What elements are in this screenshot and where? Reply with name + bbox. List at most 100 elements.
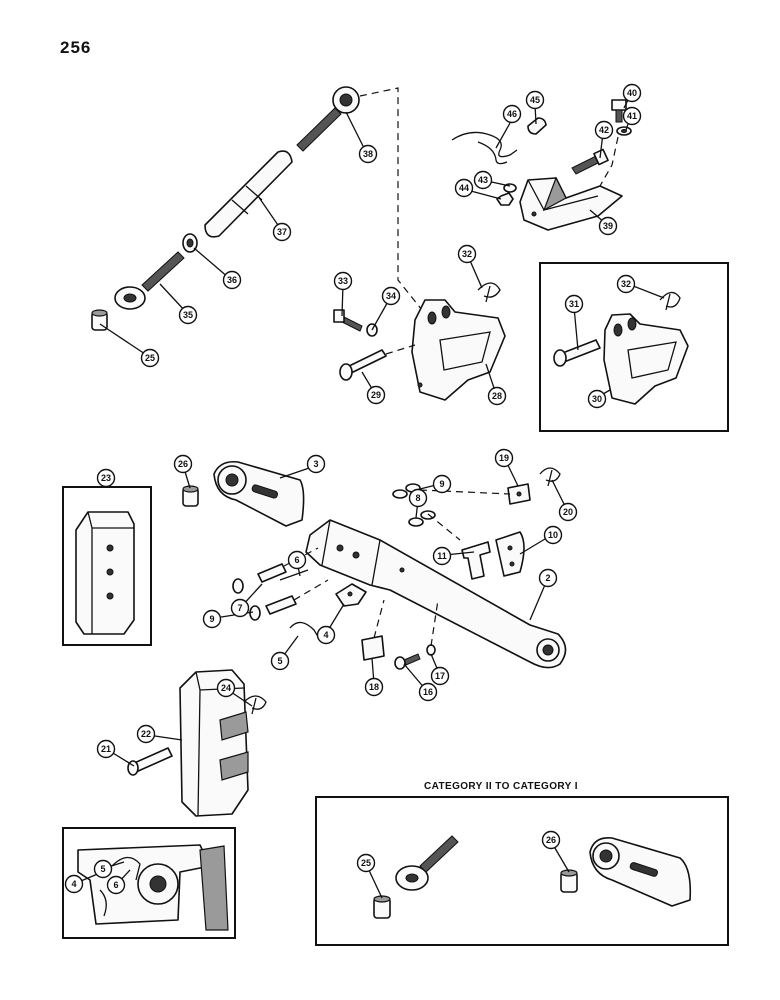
svg-text:44: 44 bbox=[459, 183, 469, 193]
lower-lift-arm-2 bbox=[305, 519, 567, 669]
svg-text:3: 3 bbox=[313, 459, 318, 469]
bushing-25-inset bbox=[373, 895, 391, 919]
svg-text:26: 26 bbox=[178, 459, 188, 469]
bolt-16 bbox=[394, 653, 421, 670]
callout-40: 40 bbox=[622, 83, 642, 103]
lift-bracket-30 bbox=[603, 313, 689, 405]
callout-28: 28 bbox=[487, 386, 507, 406]
svg-text:31: 31 bbox=[569, 299, 579, 309]
svg-text:9: 9 bbox=[209, 614, 214, 624]
callout-25-inset: 25 bbox=[356, 853, 376, 873]
bracket-39 bbox=[519, 176, 623, 231]
leader-29 bbox=[385, 344, 416, 355]
callout-45: 45 bbox=[525, 90, 545, 110]
svg-text:34: 34 bbox=[386, 291, 396, 301]
callout-2: 2 bbox=[538, 568, 558, 588]
svg-text:9: 9 bbox=[439, 479, 444, 489]
callout-21: 21 bbox=[96, 739, 116, 759]
inset-box-detail bbox=[62, 827, 236, 939]
plate-18 bbox=[361, 635, 385, 661]
rod-end-35 bbox=[114, 251, 185, 310]
svg-text:39: 39 bbox=[603, 221, 613, 231]
callout-41: 41 bbox=[622, 106, 642, 126]
callout-3: 3 bbox=[306, 454, 326, 474]
svg-text:10: 10 bbox=[548, 530, 558, 540]
callout-25-top: 25 bbox=[140, 348, 160, 368]
callout-8: 8 bbox=[408, 488, 428, 508]
svg-text:42: 42 bbox=[599, 125, 609, 135]
pin-31 bbox=[553, 339, 601, 367]
washer-41 bbox=[616, 126, 632, 136]
svg-text:24: 24 bbox=[221, 683, 231, 693]
callout-24: 24 bbox=[216, 678, 236, 698]
callout-42: 42 bbox=[594, 120, 614, 140]
page-number: 256 bbox=[60, 38, 92, 57]
spring-5 bbox=[289, 621, 321, 641]
svg-text:5: 5 bbox=[100, 864, 105, 874]
turnbuckle-37 bbox=[204, 150, 293, 238]
callout-37: 37 bbox=[272, 222, 292, 242]
callout-5-b: 5 bbox=[93, 859, 113, 879]
inset-box-alt-bracket bbox=[539, 262, 729, 432]
callout-26-inset: 26 bbox=[541, 830, 561, 850]
svg-text:6: 6 bbox=[294, 555, 299, 565]
lynch-pin-20 bbox=[539, 467, 561, 487]
nut-36 bbox=[182, 233, 198, 253]
svg-text:45: 45 bbox=[530, 95, 540, 105]
svg-text:33: 33 bbox=[338, 276, 348, 286]
pin-21 bbox=[127, 747, 173, 776]
callout-39: 39 bbox=[598, 216, 618, 236]
callout-17: 17 bbox=[430, 666, 450, 686]
svg-text:2: 2 bbox=[545, 573, 550, 583]
svg-text:41: 41 bbox=[627, 111, 637, 121]
washer-17 bbox=[426, 644, 436, 656]
svg-text:17: 17 bbox=[435, 671, 445, 681]
svg-text:36: 36 bbox=[227, 275, 237, 285]
callout-4-a: 4 bbox=[316, 625, 336, 645]
callout-30: 30 bbox=[587, 389, 607, 409]
svg-text:28: 28 bbox=[492, 391, 502, 401]
svg-text:25: 25 bbox=[145, 353, 155, 363]
svg-text:40: 40 bbox=[627, 88, 637, 98]
svg-text:18: 18 bbox=[369, 682, 379, 692]
plate-10 bbox=[495, 531, 525, 577]
svg-text:8: 8 bbox=[415, 493, 420, 503]
callout-11: 11 bbox=[432, 546, 452, 566]
washers-9-left bbox=[232, 578, 261, 621]
svg-text:26: 26 bbox=[546, 835, 556, 845]
svg-text:30: 30 bbox=[592, 394, 602, 404]
svg-text:43: 43 bbox=[478, 175, 488, 185]
inset-box-category bbox=[315, 796, 729, 946]
callout-31: 31 bbox=[564, 294, 584, 314]
bushing-45 bbox=[527, 117, 547, 135]
pin-6 bbox=[279, 569, 309, 581]
svg-text:22: 22 bbox=[141, 729, 151, 739]
svg-text:37: 37 bbox=[277, 227, 287, 237]
rod-end-inset bbox=[395, 835, 459, 891]
callout-29: 29 bbox=[366, 385, 386, 405]
svg-text:4: 4 bbox=[71, 879, 76, 889]
svg-text:23: 23 bbox=[101, 473, 111, 483]
svg-text:29: 29 bbox=[371, 390, 381, 400]
leader-17 bbox=[430, 599, 439, 647]
callout-7: 7 bbox=[230, 598, 250, 618]
svg-text:32: 32 bbox=[462, 249, 472, 259]
svg-text:38: 38 bbox=[363, 149, 373, 159]
callout-35: 35 bbox=[178, 305, 198, 325]
svg-text:16: 16 bbox=[423, 687, 433, 697]
plate-19 bbox=[507, 483, 531, 505]
detail-latch-view bbox=[77, 844, 229, 931]
latch-4 bbox=[335, 583, 367, 607]
callout-36: 36 bbox=[222, 270, 242, 290]
callout-33: 33 bbox=[333, 271, 353, 291]
pins-7 bbox=[257, 563, 297, 615]
lift-link-3 bbox=[213, 460, 305, 527]
callout-38: 38 bbox=[358, 144, 378, 164]
leader-39 bbox=[599, 136, 619, 187]
weight-22 bbox=[179, 669, 249, 817]
callout-19: 19 bbox=[494, 448, 514, 468]
svg-text:21: 21 bbox=[101, 744, 111, 754]
svg-text:7: 7 bbox=[237, 603, 242, 613]
callout-22: 22 bbox=[136, 724, 156, 744]
callout-9-a: 9 bbox=[432, 474, 452, 494]
